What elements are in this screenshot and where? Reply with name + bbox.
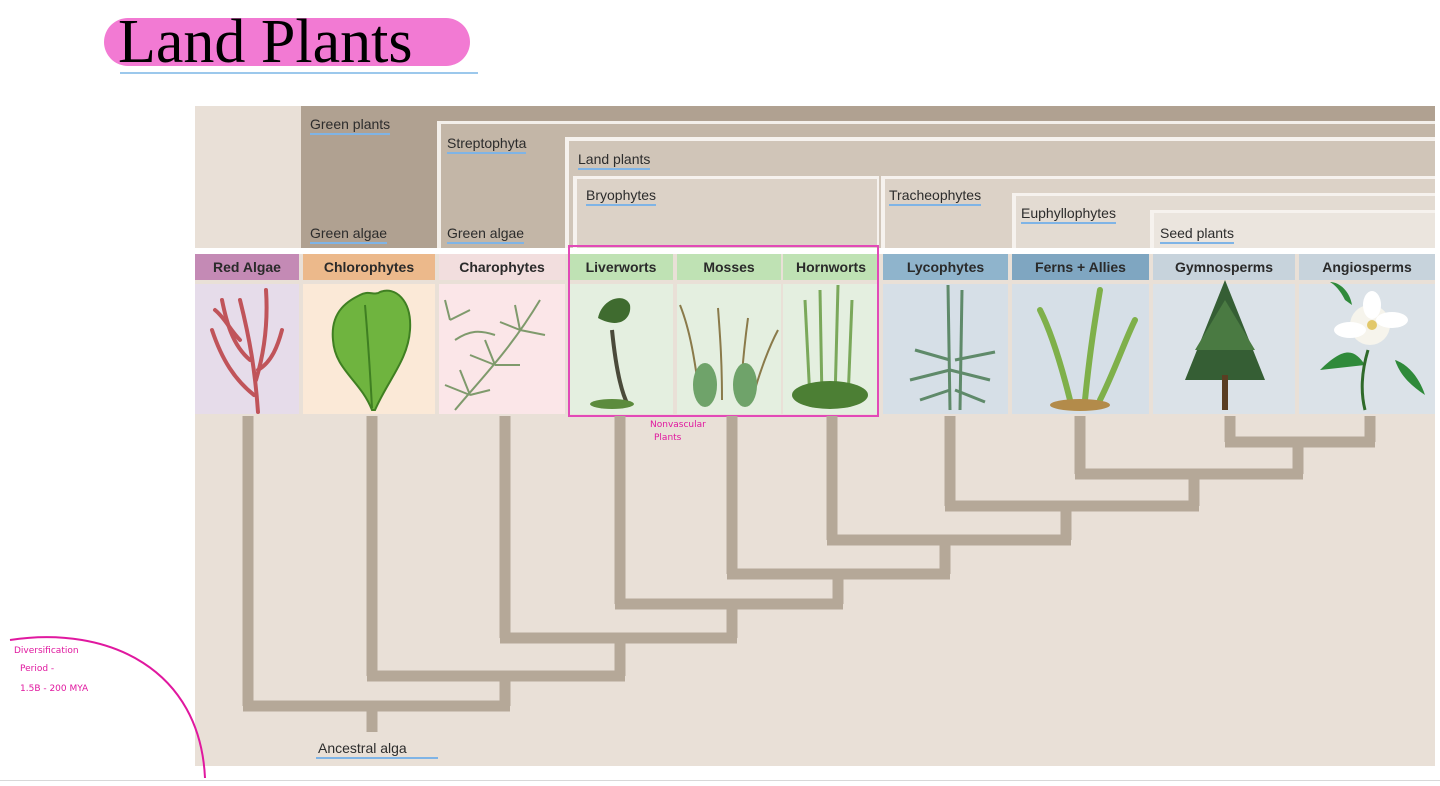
- margin-note-1: Diversification: [14, 646, 79, 656]
- moss-leaves-icon: [693, 363, 757, 407]
- clade-label-seed-plants: Seed plants: [1160, 225, 1234, 244]
- clade-label-bryophytes: Bryophytes: [586, 187, 657, 206]
- panel-red-algae: [195, 284, 299, 414]
- title-highlight: [104, 18, 470, 66]
- page-title: Land Plants: [118, 8, 413, 76]
- clade-label-green-algae-2: Green algae: [447, 225, 525, 244]
- group-header-red-algae: Red Algae: [195, 254, 299, 280]
- clade-label-green-plants: Green plants: [310, 116, 391, 135]
- clade-label-land-plants: Land plants: [578, 151, 651, 170]
- group-header-chlorophytes: Chlorophytes: [303, 254, 435, 280]
- group-header-lycophytes: Lycophytes: [883, 254, 1008, 280]
- clade-label-green-algae: Green algae: [310, 225, 388, 244]
- nonvascular-note: Nonvascular: [650, 420, 706, 430]
- gymnosperm-icon: [1185, 280, 1265, 410]
- group-header-hornworts: Hornworts: [783, 254, 879, 280]
- group-header-ferns: Ferns + Allies: [1012, 254, 1149, 280]
- margin-note-2: Period -: [20, 664, 55, 674]
- group-header-charophytes: Charophytes: [439, 254, 565, 280]
- angiosperm-icon: [1320, 282, 1425, 411]
- group-header-angiosperms: Angiosperms: [1299, 254, 1435, 280]
- liverwort-icon: [590, 298, 634, 409]
- footer-divider: [0, 780, 1440, 781]
- clade-label-tracheophytes: Tracheophytes: [889, 187, 982, 206]
- clade-label-euphyllophytes: Euphyllophytes: [1021, 205, 1116, 224]
- red-algae-icon: [210, 288, 284, 414]
- nonvascular-highlight-box: [568, 245, 879, 417]
- chlorophyte-icon: [331, 289, 412, 411]
- lycophyte-icon: [909, 284, 996, 411]
- panel-charophytes: [439, 284, 565, 414]
- root-label-underline: [316, 757, 438, 759]
- group-header-mosses: Mosses: [677, 254, 781, 280]
- hornwort-base-icon: [792, 381, 868, 409]
- title-underline: [120, 72, 478, 74]
- margin-note-3: 1.5B - 200 MYA: [20, 684, 89, 694]
- group-header-gymnosperms: Gymnosperms: [1153, 254, 1295, 280]
- clade-label-streptophyta: Streptophyta: [447, 135, 527, 154]
- fern-icon: [1037, 287, 1138, 403]
- nonvascular-note-2: Plants: [654, 433, 682, 443]
- group-header-liverworts: Liverworts: [569, 254, 673, 280]
- charophyte-icon: [444, 299, 546, 411]
- fern-base-icon: [1050, 399, 1110, 411]
- root-label: Ancestral alga: [318, 740, 407, 756]
- panel-ferns: [1012, 284, 1149, 414]
